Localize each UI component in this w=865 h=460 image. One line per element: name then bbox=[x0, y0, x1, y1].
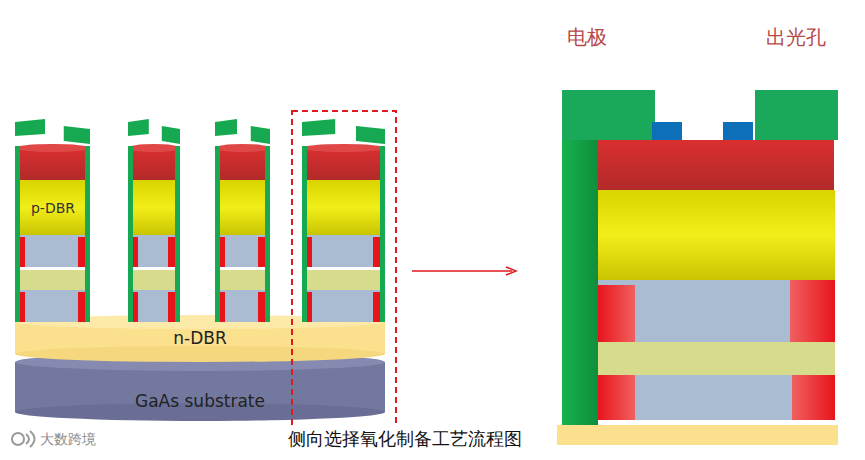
watermark-icon bbox=[12, 431, 35, 447]
figure-caption: 侧向选择氧化制备工艺流程图 bbox=[286, 427, 524, 451]
layer-label: p-DBR bbox=[31, 200, 75, 216]
n-dbr-cylinder bbox=[15, 315, 385, 362]
substrate-cylinder bbox=[15, 353, 385, 421]
zoom-frame bbox=[292, 111, 396, 429]
aperture-label: 出光孔 bbox=[766, 24, 826, 51]
watermark: 大数跨境 bbox=[40, 431, 96, 449]
layer-label: n-DBR bbox=[173, 328, 226, 348]
electrode-label: 电极 bbox=[567, 24, 607, 51]
zoom-arrow bbox=[412, 267, 516, 275]
mesa-pillars bbox=[15, 119, 385, 322]
layer-band: GaAs substrate bbox=[60, 385, 340, 417]
layer-label: GaAs substrate bbox=[135, 391, 265, 411]
zoomed-pillar bbox=[557, 90, 838, 445]
layer-band: n-DBR bbox=[60, 323, 340, 353]
layer-band: p-DBR bbox=[18, 190, 88, 226]
